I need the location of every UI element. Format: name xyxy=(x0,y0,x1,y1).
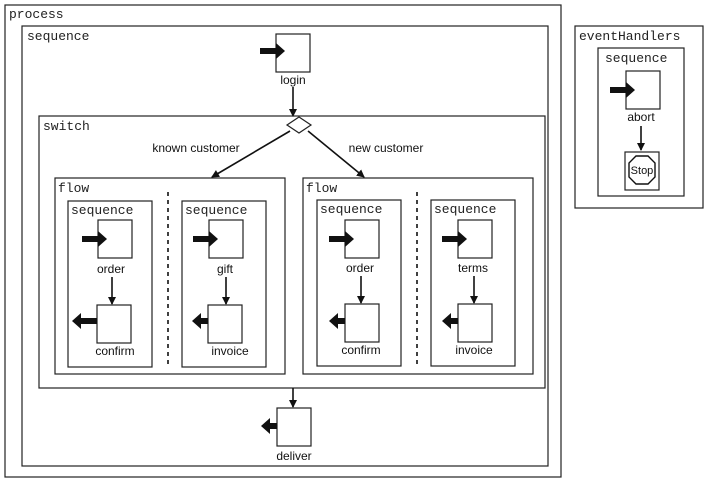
sequence-known-1: sequence xyxy=(67,200,153,368)
switch-label: switch xyxy=(43,119,90,134)
activity-terms[interactable]: terms xyxy=(442,219,493,275)
activity-confirm-known[interactable]: confirm xyxy=(72,304,135,358)
event-handlers-label: eventHandlers xyxy=(579,29,680,44)
sequence-label: sequence xyxy=(605,51,667,66)
activity-label: login xyxy=(280,73,305,87)
receive-arrow-icon xyxy=(82,231,107,247)
flow-new-container: flow xyxy=(302,177,534,375)
branch-label-known: known customer xyxy=(152,141,239,155)
activity-stop[interactable]: Stop xyxy=(624,151,660,191)
activity-confirm-new[interactable]: confirm xyxy=(329,303,381,357)
activity-label: abort xyxy=(627,110,655,124)
activity-label: invoice xyxy=(455,343,493,357)
switch-container: switch xyxy=(38,115,546,389)
activity-label: order xyxy=(97,262,125,276)
receive-arrow-icon xyxy=(329,231,354,247)
flow-label: flow xyxy=(306,181,337,196)
main-sequence-label: sequence xyxy=(27,29,89,44)
activity-order-new[interactable]: order xyxy=(329,219,380,275)
reply-arrow-icon xyxy=(261,418,277,434)
stop-label: Stop xyxy=(631,165,654,177)
process-label: process xyxy=(9,7,64,22)
receive-arrow-icon xyxy=(260,43,285,59)
activity-invoice-new[interactable]: invoice xyxy=(442,303,493,357)
activity-label: confirm xyxy=(95,344,134,358)
activity-deliver[interactable]: deliver xyxy=(261,407,312,463)
activity-label: order xyxy=(346,261,374,275)
reply-arrow-icon xyxy=(329,313,345,329)
activity-order-known[interactable]: order xyxy=(82,219,133,276)
branch-label-new: new customer xyxy=(349,141,424,155)
activity-abort[interactable]: abort xyxy=(610,70,661,124)
sequence-new-1: sequence xyxy=(316,199,402,367)
flow-label: flow xyxy=(58,181,89,196)
receive-arrow-icon xyxy=(193,231,218,247)
activity-gift[interactable]: gift xyxy=(193,219,244,276)
sequence-new-2: sequence xyxy=(430,199,516,367)
reply-arrow-icon xyxy=(442,313,458,329)
sequence-label: sequence xyxy=(320,202,382,217)
sequence-known-2: sequence xyxy=(181,200,267,368)
stop-octagon-icon xyxy=(628,155,656,185)
activity-invoice-known[interactable]: invoice xyxy=(192,304,249,358)
sequence-label: sequence xyxy=(185,203,247,218)
activity-label: terms xyxy=(458,261,488,275)
activity-label: gift xyxy=(217,262,234,276)
activity-login[interactable]: login xyxy=(260,33,311,87)
process-container: process xyxy=(4,4,562,478)
receive-arrow-icon xyxy=(442,231,467,247)
reply-arrow-icon xyxy=(192,313,208,329)
sequence-label: sequence xyxy=(71,203,133,218)
activity-label: deliver xyxy=(276,449,311,463)
sequence-label: sequence xyxy=(434,202,496,217)
switch-diamond-icon[interactable] xyxy=(285,116,313,134)
main-sequence-container: sequence xyxy=(21,25,549,467)
event-handlers-container: eventHandlers xyxy=(574,25,704,209)
flow-known-container: flow xyxy=(54,177,286,375)
activity-label: invoice xyxy=(211,344,249,358)
event-sequence-container: sequence xyxy=(597,47,685,197)
reply-arrow-icon xyxy=(72,313,97,329)
activity-label: confirm xyxy=(341,343,380,357)
receive-arrow-icon xyxy=(610,82,635,98)
